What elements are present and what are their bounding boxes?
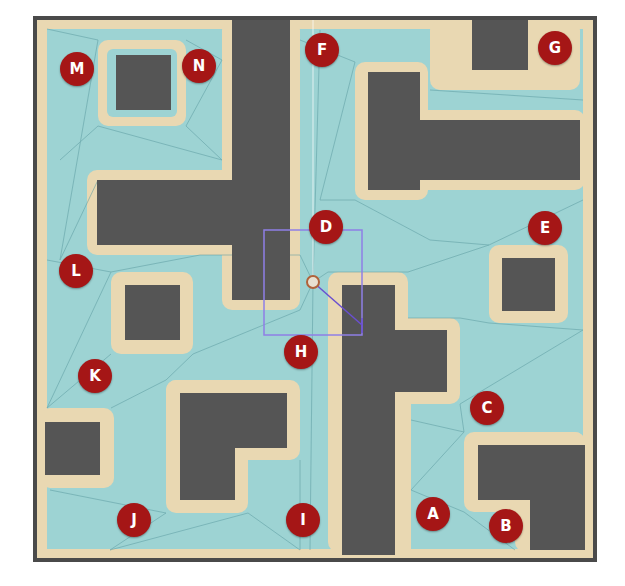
waypoint-letter: A bbox=[427, 507, 439, 522]
waypoint-letter: B bbox=[500, 519, 511, 534]
waypoint-marker: F bbox=[305, 33, 339, 67]
waypoint-letter: C bbox=[481, 401, 492, 416]
waypoint-letter: G bbox=[549, 41, 561, 56]
waypoint-letter: D bbox=[320, 220, 332, 235]
waypoint-marker: B bbox=[489, 509, 523, 543]
waypoint-marker: N bbox=[182, 49, 216, 83]
waypoint-letter: E bbox=[540, 221, 550, 236]
waypoint-marker: K bbox=[78, 359, 112, 393]
waypoint-letter: J bbox=[131, 513, 137, 528]
waypoint-marker: A bbox=[416, 497, 450, 531]
buildings bbox=[45, 20, 585, 555]
building-margins bbox=[40, 20, 585, 552]
ground bbox=[35, 18, 595, 560]
waypoint-marker: H bbox=[284, 335, 318, 369]
waypoint-marker: D bbox=[309, 210, 343, 244]
waypoint-letter: N bbox=[193, 59, 206, 74]
waypoint-marker: J bbox=[117, 503, 151, 537]
selection-gizmo bbox=[264, 20, 362, 335]
waypoint-letter: M bbox=[70, 62, 85, 77]
waypoint-marker: L bbox=[59, 254, 93, 288]
waypoint-letter: K bbox=[89, 369, 101, 384]
waypoint-marker: G bbox=[538, 31, 572, 65]
waypoint-letter: F bbox=[317, 43, 327, 58]
waypoint-letter: L bbox=[71, 264, 81, 279]
waypoint-marker: E bbox=[528, 211, 562, 245]
waypoint-letter: I bbox=[300, 513, 306, 528]
waypoint-marker: C bbox=[470, 391, 504, 425]
waypoint-marker: I bbox=[286, 503, 320, 537]
waypoint-letter: H bbox=[295, 345, 308, 360]
waypoint-marker: M bbox=[60, 52, 94, 86]
